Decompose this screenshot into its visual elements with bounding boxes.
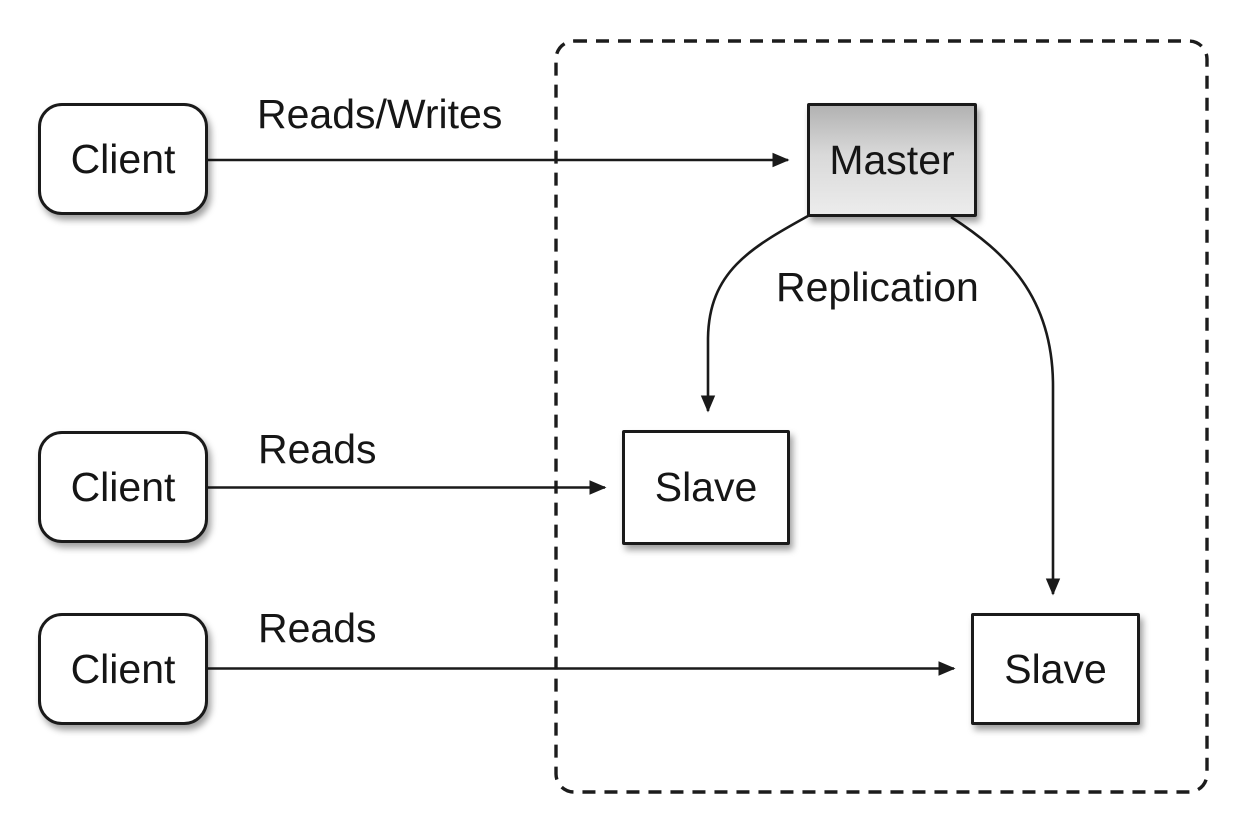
edge-label-reads-1: Reads [258, 426, 377, 472]
replication-boundary-dashed-box [554, 39, 1209, 794]
edge-master-to-slave1 [700, 214, 809, 413]
edge-label-reads-writes: Reads/Writes [257, 91, 503, 137]
edge-master-to-slave2 [950, 215, 1061, 596]
node-client-2: Client [38, 431, 208, 543]
node-slave-2: Slave [971, 613, 1140, 725]
edge-label-reads-2: Reads [258, 605, 377, 651]
node-slave-2-label: Slave [1004, 645, 1107, 692]
node-client-1-label: Client [70, 135, 176, 182]
node-client-2-label: Client [70, 463, 176, 510]
node-client-3: Client [38, 613, 208, 725]
node-master: Master [807, 103, 977, 217]
edge-label-replication: Replication [776, 264, 979, 310]
node-master-label: Master [829, 136, 955, 183]
node-client-3-label: Client [70, 645, 176, 692]
node-slave-1-label: Slave [654, 464, 758, 510]
node-slave-1: Slave [622, 430, 790, 545]
node-client-1: Client [38, 103, 208, 215]
